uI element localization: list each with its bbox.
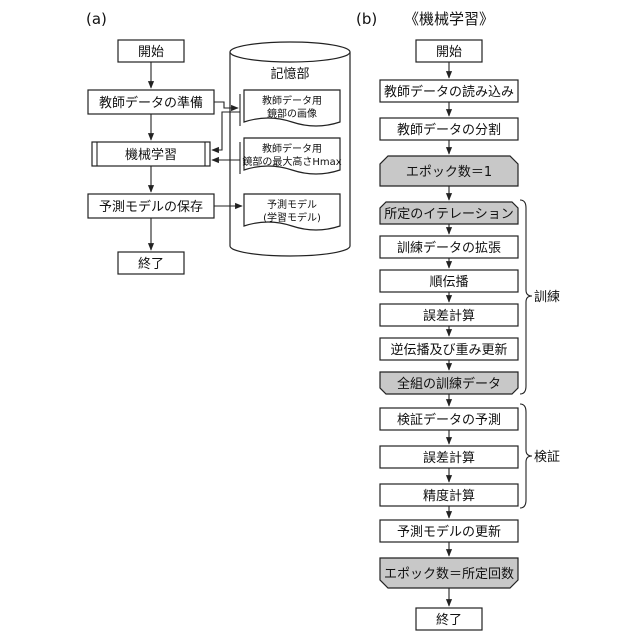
b-forward-prop-step: 順伝播 [380, 270, 518, 292]
b-end-node: 終了 [416, 608, 482, 630]
svg-text:順伝播: 順伝播 [429, 275, 468, 290]
doc3-line2: (学習モデル) [263, 211, 321, 224]
b-iteration-loop-end: 全組の訓練データ [380, 372, 518, 394]
doc2-line2: 鏡部の最大高さHmax [242, 155, 341, 168]
svg-text:エポック数＝1: エポック数＝1 [406, 165, 492, 180]
doc1-line2: 鏡部の画像 [267, 107, 317, 120]
b-augment-step: 訓練データの拡張 [380, 236, 518, 258]
b-error-calc-val-step: 誤差計算 [380, 446, 518, 468]
b-epoch-loop-start: エポック数＝1 [380, 156, 518, 186]
svg-text:エポック数＝所定回数: エポック数＝所定回数 [384, 567, 514, 582]
doc2-line1: 教師データ用 [262, 142, 322, 155]
training-brace-label: 訓練 [534, 289, 560, 305]
svg-text:誤差計算: 誤差計算 [423, 308, 475, 324]
b-backprop-step: 逆伝播及び重み更新 [380, 338, 518, 360]
svg-text:検証データの予測: 検証データの予測 [397, 412, 501, 428]
doc1-line1: 教師データ用 [262, 94, 322, 107]
svg-text:教師データの読み込み: 教師データの読み込み [384, 84, 514, 100]
svg-text:全組の訓練データ: 全組の訓練データ [397, 376, 501, 392]
training-brace: 訓練 [520, 200, 560, 394]
a-machine-learning-step: 機械学習 [92, 142, 210, 166]
b-accuracy-step: 精度計算 [380, 484, 518, 506]
a-save-model-step: 予測モデルの保存 [88, 194, 214, 218]
b-epoch-loop-end: エポック数＝所定回数 [380, 558, 518, 588]
storage-title: 記憶部 [270, 66, 309, 82]
svg-text:逆伝播及び重み更新: 逆伝播及び重み更新 [390, 342, 507, 358]
a-prepare-data-step: 教師データの準備 [88, 90, 214, 114]
svg-text:教師データの分割: 教師データの分割 [397, 122, 501, 138]
svg-text:終了: 終了 [436, 612, 462, 628]
svg-text:開始: 開始 [436, 45, 462, 60]
svg-text:精度計算: 精度計算 [423, 488, 475, 504]
panel-b-label: (b) [356, 10, 377, 28]
panel-b-title: 《機械学習》 [404, 10, 494, 28]
svg-text:教師データの準備: 教師データの準備 [99, 95, 203, 111]
b-iteration-loop-start: 所定のイテレーション [380, 202, 518, 224]
b-split-data-step: 教師データの分割 [380, 118, 518, 140]
b-start-node: 開始 [416, 40, 482, 62]
a-end-node: 終了 [118, 252, 184, 274]
b-load-data-step: 教師データの読み込み [380, 80, 518, 102]
b-predict-val-step: 検証データの予測 [380, 408, 518, 430]
svg-text:機械学習: 機械学習 [125, 147, 177, 163]
svg-text:開始: 開始 [138, 45, 164, 60]
svg-text:所定のイテレーション: 所定のイテレーション [384, 207, 513, 222]
validation-brace-label: 検証 [534, 450, 560, 465]
doc3-line1: 予測モデル [267, 198, 317, 211]
b-update-model-step: 予測モデルの更新 [380, 520, 518, 542]
svg-text:終了: 終了 [138, 256, 164, 272]
svg-text:訓練データの拡張: 訓練データの拡張 [397, 240, 501, 256]
panel-a-label: (a) [86, 10, 107, 28]
b-error-calc-train-step: 誤差計算 [380, 304, 518, 326]
svg-text:予測モデルの保存: 予測モデルの保存 [99, 199, 203, 215]
svg-text:予測モデルの更新: 予測モデルの更新 [397, 524, 501, 540]
svg-text:誤差計算: 誤差計算 [423, 450, 475, 466]
a-start-node: 開始 [118, 40, 184, 62]
validation-brace: 検証 [520, 404, 560, 508]
